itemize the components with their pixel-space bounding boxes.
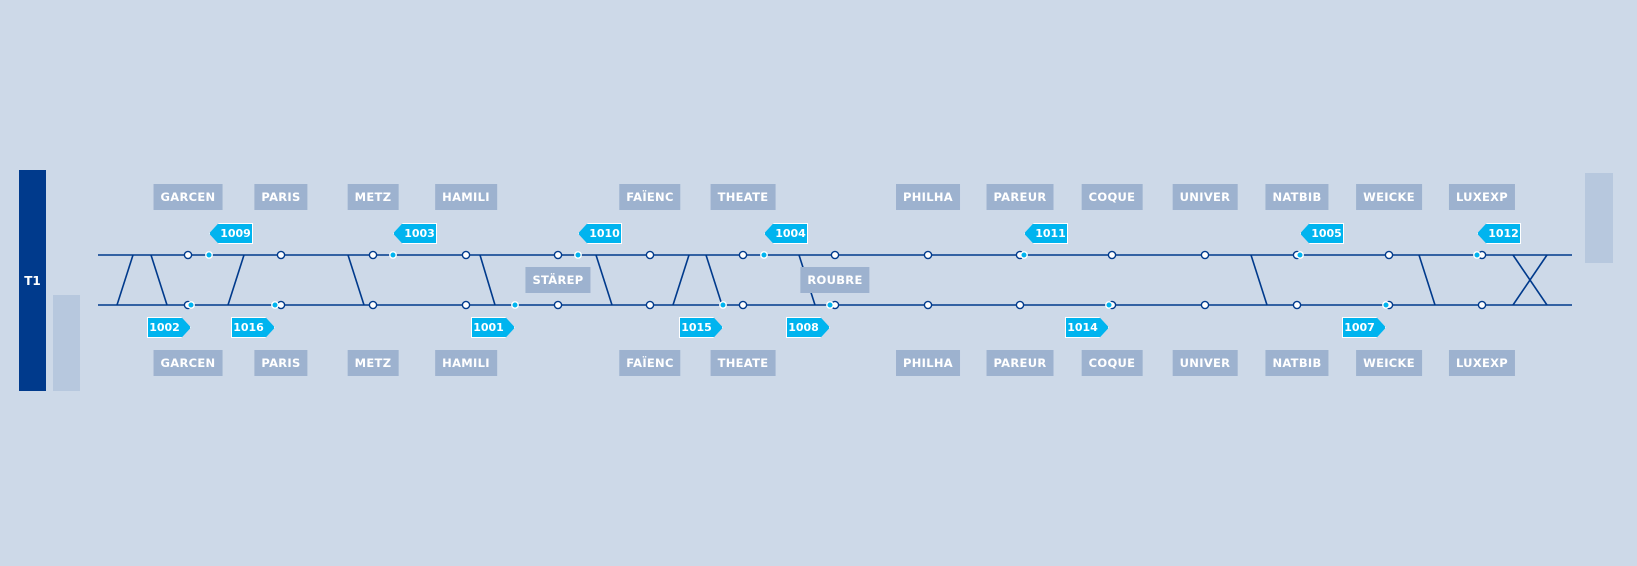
stop-dot-up-14	[830, 250, 840, 260]
stop-label-top-6[interactable]: PHILHA	[896, 184, 960, 210]
stop-label-bottom-7[interactable]: PAREUR	[986, 350, 1054, 376]
stop-dot-down-10	[1292, 300, 1302, 310]
vehicle-up-tag-4[interactable]: 1011	[1024, 223, 1068, 244]
stop-dot-up-11	[1384, 250, 1394, 260]
vehicle-down-tag-2[interactable]: 1001	[471, 317, 515, 338]
stop-label-top-2[interactable]: METZ	[347, 184, 399, 210]
stop-dot-down-12	[1477, 300, 1487, 310]
crossover-10	[1418, 254, 1436, 306]
vehicle-down-dot-0	[187, 301, 195, 309]
crossover-5	[595, 254, 613, 306]
crossover-1	[150, 254, 168, 306]
stop-label-top-12[interactable]: LUXEXP	[1448, 184, 1516, 210]
stop-label-top-9[interactable]: UNIVER	[1172, 184, 1238, 210]
stop-dot-up-5	[738, 250, 748, 260]
vehicle-down-tag-5[interactable]: 1014	[1065, 317, 1109, 338]
vehicle-down-dot-3	[719, 301, 727, 309]
crossover-2	[227, 254, 245, 306]
stop-dot-up-3	[461, 250, 471, 260]
crossover-0	[116, 254, 134, 306]
stop-label-bottom-5[interactable]: THEATE	[710, 350, 776, 376]
vehicle-down-dot-2	[511, 301, 519, 309]
stop-label-bottom-9[interactable]: UNIVER	[1172, 350, 1238, 376]
line-badge[interactable]: T1	[19, 170, 46, 391]
stop-dot-down-4	[645, 300, 655, 310]
stop-label-bottom-1[interactable]: PARIS	[254, 350, 308, 376]
crossover-9	[1250, 254, 1268, 306]
crossover-3	[347, 254, 365, 306]
vehicle-down-tag-0[interactable]: 1002	[147, 317, 191, 338]
stop-label-top-7[interactable]: PAREUR	[986, 184, 1054, 210]
vehicle-up-tag-2[interactable]: 1010	[578, 223, 622, 244]
vehicle-up-tag-0[interactable]: 1009	[209, 223, 253, 244]
vehicle-up-tag-1[interactable]: 1003	[393, 223, 437, 244]
stop-label-top-4[interactable]: FAÏENC	[619, 184, 681, 210]
stop-dot-up-0	[183, 250, 193, 260]
stop-dot-up-2	[368, 250, 378, 260]
stop-label-top-5[interactable]: THEATE	[710, 184, 776, 210]
vehicle-up-dot-0	[205, 251, 213, 259]
vehicle-down-tag-3[interactable]: 1015	[679, 317, 723, 338]
stop-label-bottom-3[interactable]: HAMILI	[435, 350, 497, 376]
stop-label-top-11[interactable]: WEICKE	[1356, 184, 1422, 210]
stop-label-bottom-0[interactable]: GARCEN	[153, 350, 223, 376]
stop-dot-up-1	[276, 250, 286, 260]
stop-label-top-8[interactable]: COQUE	[1081, 184, 1143, 210]
stop-dot-up-6	[923, 250, 933, 260]
stop-label-bottom-12[interactable]: LUXEXP	[1448, 350, 1516, 376]
stop-dot-up-8	[1107, 250, 1117, 260]
vehicle-down-dot-1	[271, 301, 279, 309]
stop-dot-down-3	[461, 300, 471, 310]
vehicle-down-tag-6[interactable]: 1007	[1342, 317, 1386, 338]
vehicle-up-dot-5	[1296, 251, 1304, 259]
stop-dot-up-4	[645, 250, 655, 260]
vehicle-down-tag-1[interactable]: 1016	[231, 317, 275, 338]
vehicle-up-tag-3[interactable]: 1004	[764, 223, 808, 244]
stop-label-top-3[interactable]: HAMILI	[435, 184, 497, 210]
side-panel-left	[53, 295, 80, 391]
stop-dot-down-7	[1015, 300, 1025, 310]
stop-dot-down-6	[923, 300, 933, 310]
stop-label-top-0[interactable]: GARCEN	[153, 184, 223, 210]
stop-dot-down-5	[738, 300, 748, 310]
stop-label-bottom-6[interactable]: PHILHA	[896, 350, 960, 376]
stop-label-mid-0[interactable]: STÄREP	[525, 267, 591, 293]
stop-label-bottom-10[interactable]: NATBIB	[1265, 350, 1329, 376]
vehicle-down-dot-4	[826, 301, 834, 309]
vehicle-down-dot-5	[1105, 301, 1113, 309]
stop-label-bottom-2[interactable]: METZ	[347, 350, 399, 376]
stop-dot-down-2	[368, 300, 378, 310]
stop-dot-down-9	[1200, 300, 1210, 310]
vehicle-up-dot-2	[574, 251, 582, 259]
stop-label-mid-1[interactable]: ROUBRE	[800, 267, 870, 293]
vehicle-down-tag-4[interactable]: 1008	[786, 317, 830, 338]
vehicle-up-tag-5[interactable]: 1005	[1300, 223, 1344, 244]
stop-dot-up-9	[1200, 250, 1210, 260]
stop-label-top-1[interactable]: PARIS	[254, 184, 308, 210]
crossover-12	[1512, 254, 1548, 306]
vehicle-up-dot-4	[1020, 251, 1028, 259]
vehicle-up-dot-1	[389, 251, 397, 259]
stop-dot-up-13	[553, 250, 563, 260]
stop-label-bottom-8[interactable]: COQUE	[1081, 350, 1143, 376]
vehicle-up-dot-3	[760, 251, 768, 259]
vehicle-up-tag-6[interactable]: 1012	[1477, 223, 1521, 244]
stop-label-bottom-4[interactable]: FAÏENC	[619, 350, 681, 376]
crossover-7	[705, 254, 723, 306]
side-panel-right	[1585, 173, 1613, 263]
stop-dot-down-13	[553, 300, 563, 310]
stop-label-bottom-11[interactable]: WEICKE	[1356, 350, 1422, 376]
stop-label-top-10[interactable]: NATBIB	[1265, 184, 1329, 210]
crossover-6	[672, 254, 690, 306]
vehicle-up-dot-6	[1473, 251, 1481, 259]
crossover-4	[479, 254, 496, 306]
vehicle-down-dot-6	[1382, 301, 1390, 309]
